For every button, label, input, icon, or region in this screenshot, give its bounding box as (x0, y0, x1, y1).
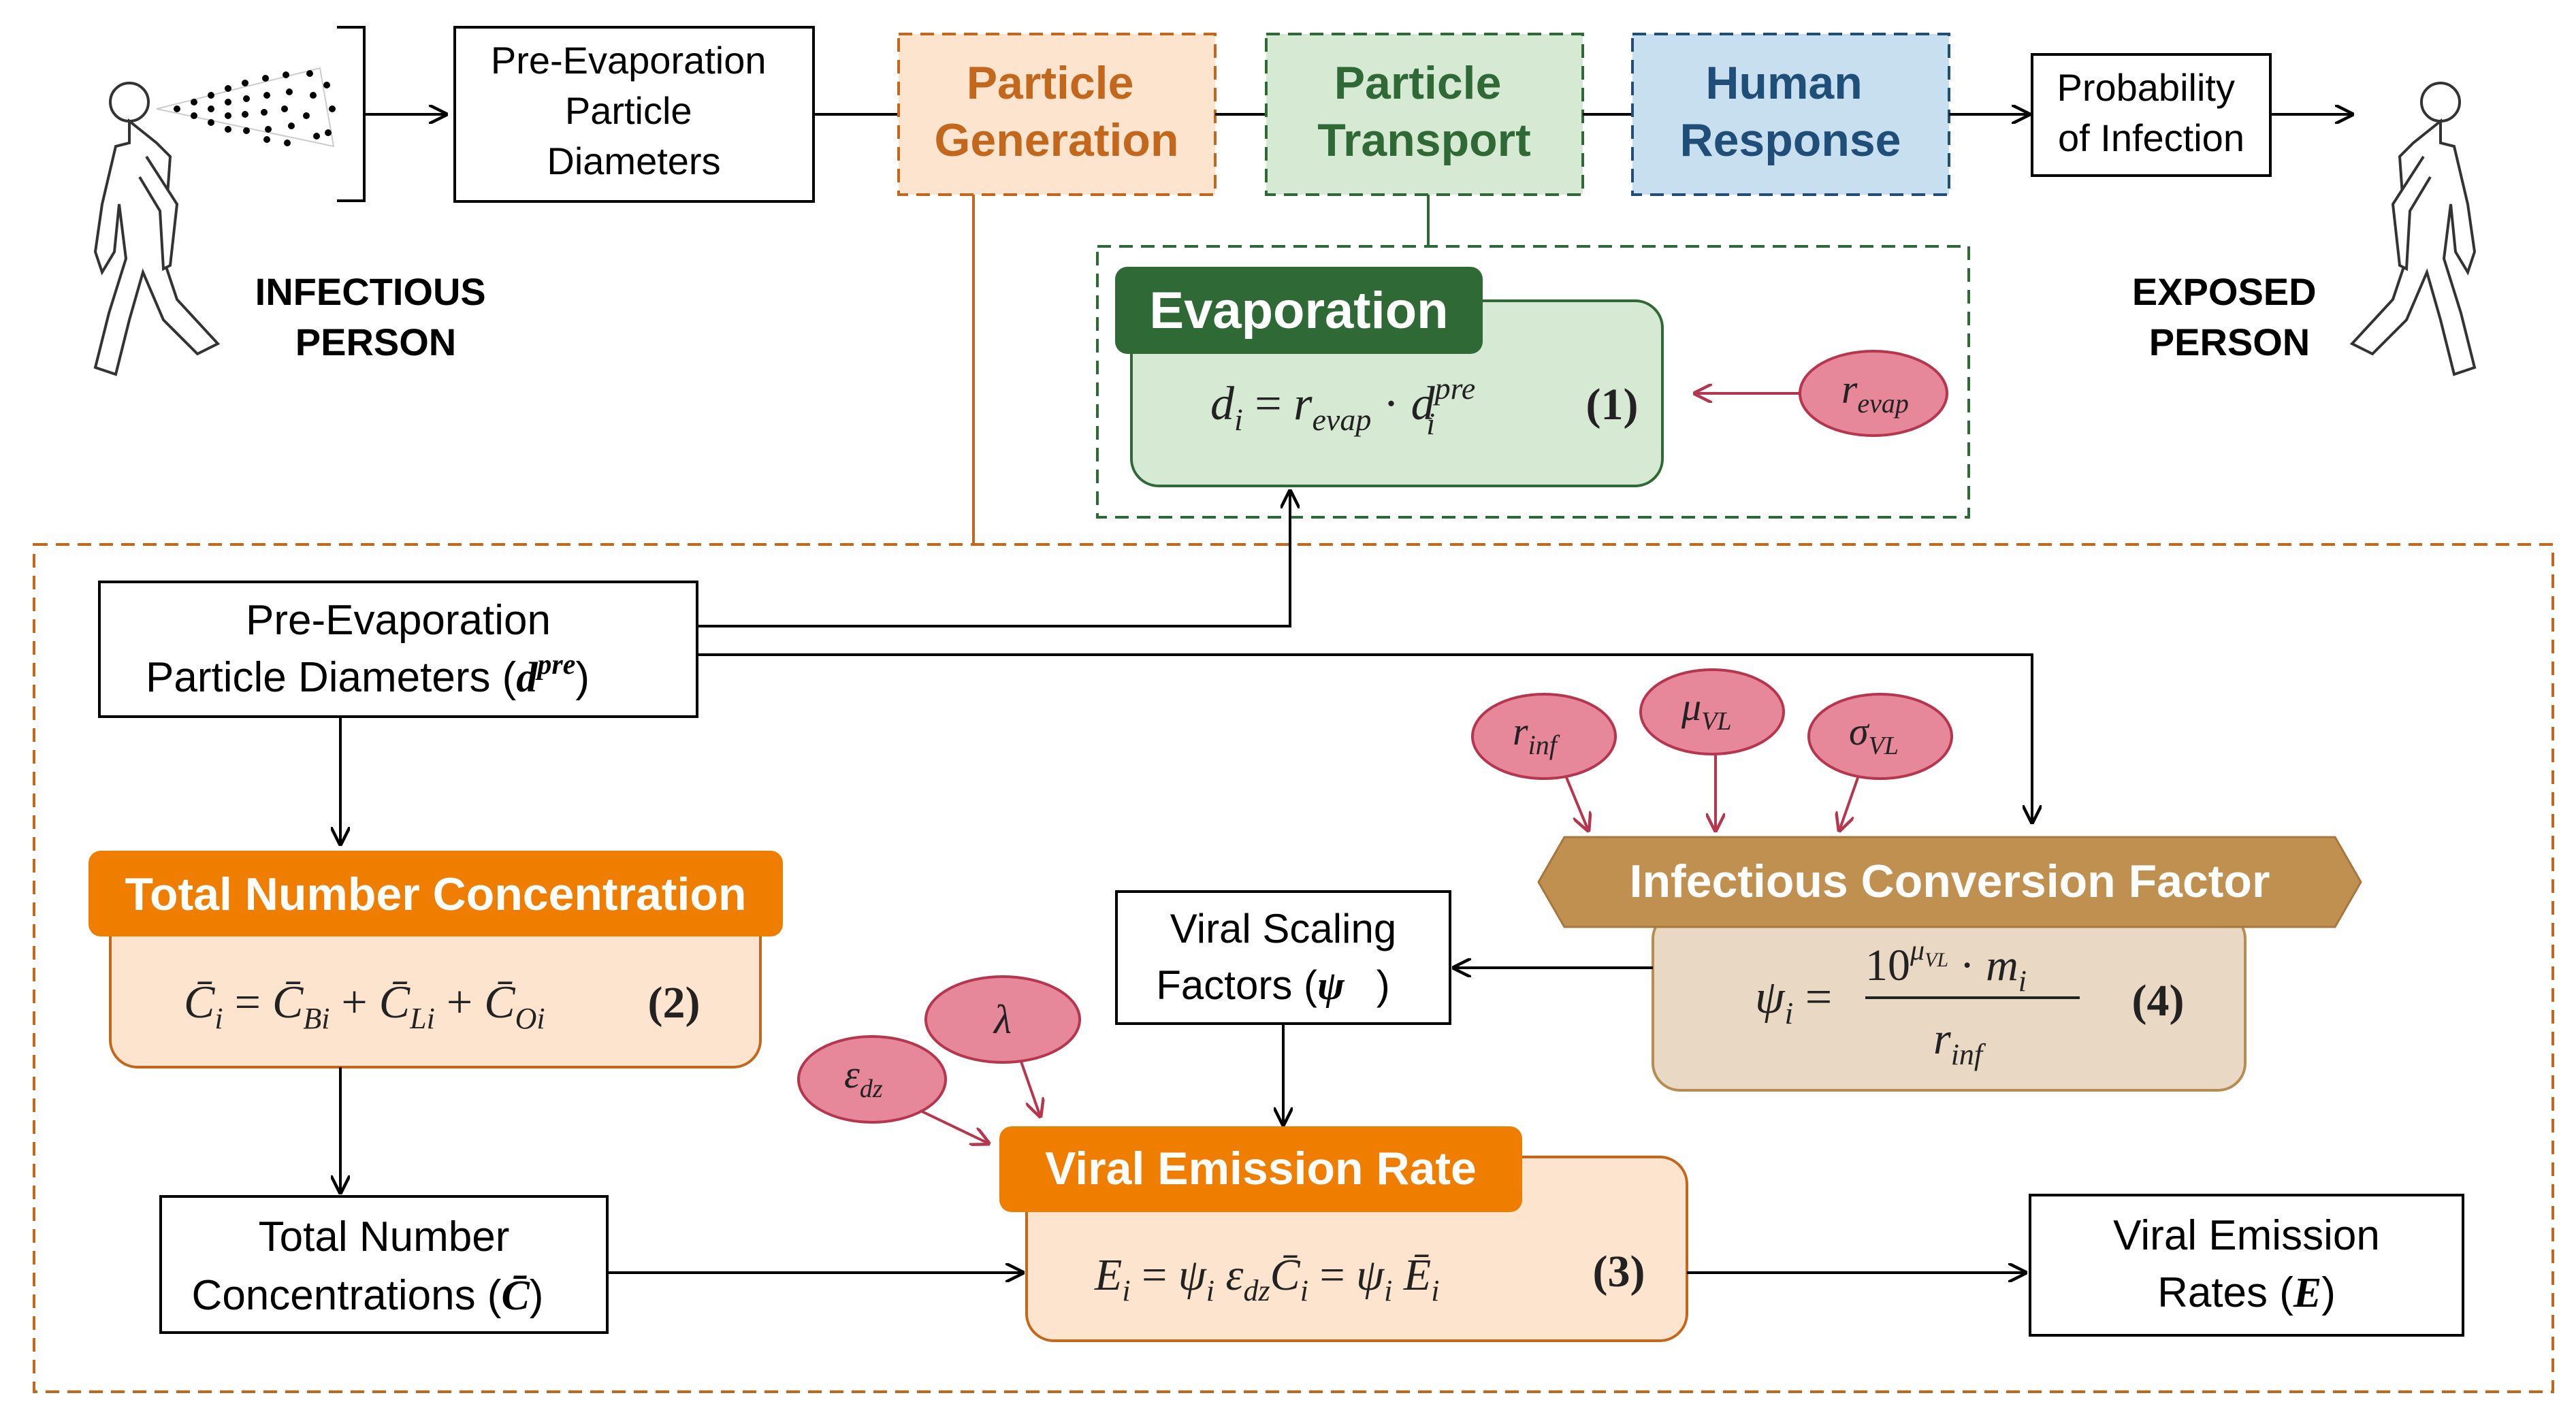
pre-evap-diameters-line-1: Pre-Evaporation (246, 597, 551, 644)
r-inf-parameter (1471, 693, 1617, 780)
mu-vl-parameter (1639, 668, 1785, 755)
sigma-vl-parameter (1807, 693, 1953, 780)
equation-2: C̄i = C̄Bi + C̄Li + C̄Oi (184, 976, 545, 1035)
equation-3-number: (3) (1593, 1247, 1645, 1296)
infectious-person-label: INFECTIOUS PERSON (255, 270, 497, 363)
probability-box (2031, 53, 2272, 177)
particle-generation-label: Particle Generation (935, 57, 1179, 166)
equation-4-number: (4) (2132, 976, 2185, 1026)
equation-2-number: (2) (648, 978, 701, 1028)
exposed-person-icon (2349, 82, 2477, 376)
r-inf-arrow (1564, 775, 1588, 830)
probability-label: Probability of Infection (2057, 66, 2245, 159)
human-response-box (1631, 33, 1950, 196)
total-number-concentration-header (88, 851, 783, 936)
equation-4: ψi = 10μVL · mi rinf (1755, 935, 2080, 1071)
viral-scaling-factors-line-1: Viral Scaling (1170, 906, 1396, 951)
lambda-label: λ (993, 997, 1012, 1042)
top-pre-evap-label: Pre-Evaporation Particle Diameters (491, 39, 777, 182)
arrow-dpre-to-evaporation (697, 491, 1290, 627)
viral-emission-rates-line-2: Rates (E) (2157, 1269, 2336, 1316)
total-number-concentration-title: Total Number Concentration (125, 868, 747, 920)
r-evap-parameter (1799, 350, 1948, 437)
particle-generation-detail-frame (33, 543, 2554, 1393)
infectious-conversion-factor-title: Infectious Conversion Factor (1630, 855, 2270, 907)
infectious-conversion-factor-header (1537, 836, 2362, 928)
pre-evap-diameters-box (98, 581, 698, 718)
equation-1-number: (1) (1586, 380, 1639, 429)
viral-emission-rate-header (999, 1126, 1522, 1212)
viral-emission-rate-title: Viral Emission Rate (1045, 1143, 1477, 1194)
viral-scaling-factors-box (1115, 890, 1451, 1025)
viral-emission-rates-line-1: Viral Emission (2113, 1212, 2380, 1259)
viral-scaling-factors-line-2: Factors (ψ⃗) (1156, 962, 1389, 1008)
top-pre-evap-box (453, 26, 815, 203)
eps-dz-parameter (797, 1035, 947, 1124)
pre-evap-diameters-line-2: Particle Diameters (dpre) (146, 649, 590, 701)
lambda-arrow (1020, 1061, 1040, 1116)
evaporation-title: Evaporation (1149, 282, 1448, 340)
evaporation-header (1115, 267, 1483, 354)
arrow-dpre-to-conversion (697, 653, 2032, 822)
particle-transport-box (1265, 33, 1584, 196)
viral-emission-rates-box (2029, 1194, 2464, 1337)
particle-transport-label: Particle Transport (1317, 57, 1531, 166)
particle-generation-box (897, 33, 1217, 196)
eps-dz-arrow (920, 1109, 988, 1143)
svg-text:ψi =: ψi = (1755, 971, 1832, 1030)
total-number-concentrations-box (159, 1195, 609, 1334)
lambda-parameter (924, 975, 1081, 1064)
bracket (337, 26, 366, 202)
spray-particles-icon (156, 67, 336, 148)
exposed-person-label: EXPOSED PERSON (2132, 270, 2327, 363)
sigma-vl-arrow (1839, 775, 1860, 830)
infectious-person-icon (93, 82, 221, 376)
total-number-concentrations-line-2: Concentrations (C̄) (192, 1272, 544, 1319)
evaporation-dashed-frame (1096, 245, 1970, 519)
total-number-concentrations-line-1: Total Number (259, 1213, 510, 1260)
human-response-label: Human Response (1680, 57, 1901, 166)
